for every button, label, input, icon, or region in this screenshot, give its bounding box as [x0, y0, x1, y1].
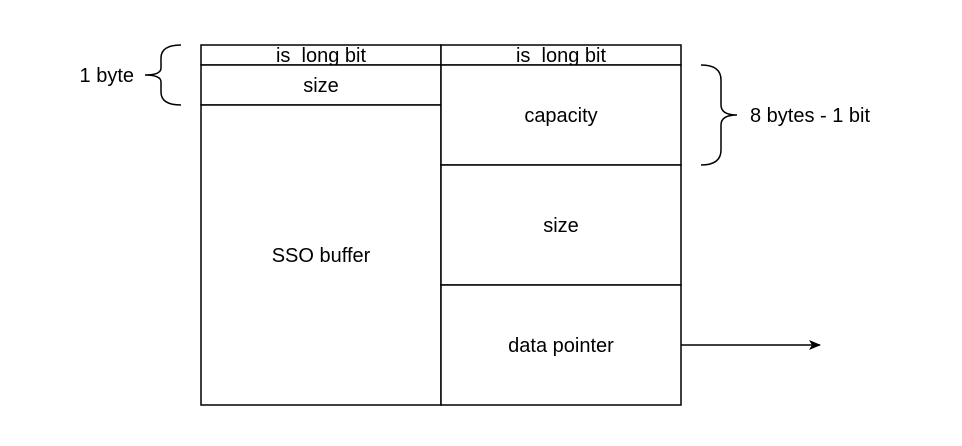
- right-brace-icon: [700, 64, 738, 166]
- short-is-long-label: is_long bit: [276, 45, 367, 67]
- capacity-cell: [440, 64, 682, 166]
- short-size-cell: [200, 64, 442, 106]
- sso-buffer-cell: [200, 104, 442, 406]
- data-pointer-label: data pointer: [508, 335, 614, 357]
- short-string-layout: is_long bit size SSO buffer: [200, 44, 442, 406]
- short-size-label: size: [303, 75, 339, 97]
- eight-bytes-annotation: 8 bytes - 1 bit: [700, 64, 871, 166]
- capacity-label: capacity: [524, 105, 597, 127]
- long-string-layout: is_long bit capacity size data pointer: [440, 44, 682, 406]
- eight-bytes-label: 8 bytes - 1 bit: [750, 105, 871, 127]
- long-is-long-label: is_long bit: [516, 45, 607, 67]
- long-size-label: size: [543, 215, 579, 237]
- left-brace-icon: [144, 44, 182, 106]
- sso-buffer-label: SSO buffer: [272, 245, 371, 267]
- one-byte-annotation: 1 byte: [80, 44, 182, 106]
- one-byte-label: 1 byte: [80, 65, 134, 87]
- data-pointer-cell: [440, 284, 682, 406]
- long-size-cell: [440, 164, 682, 286]
